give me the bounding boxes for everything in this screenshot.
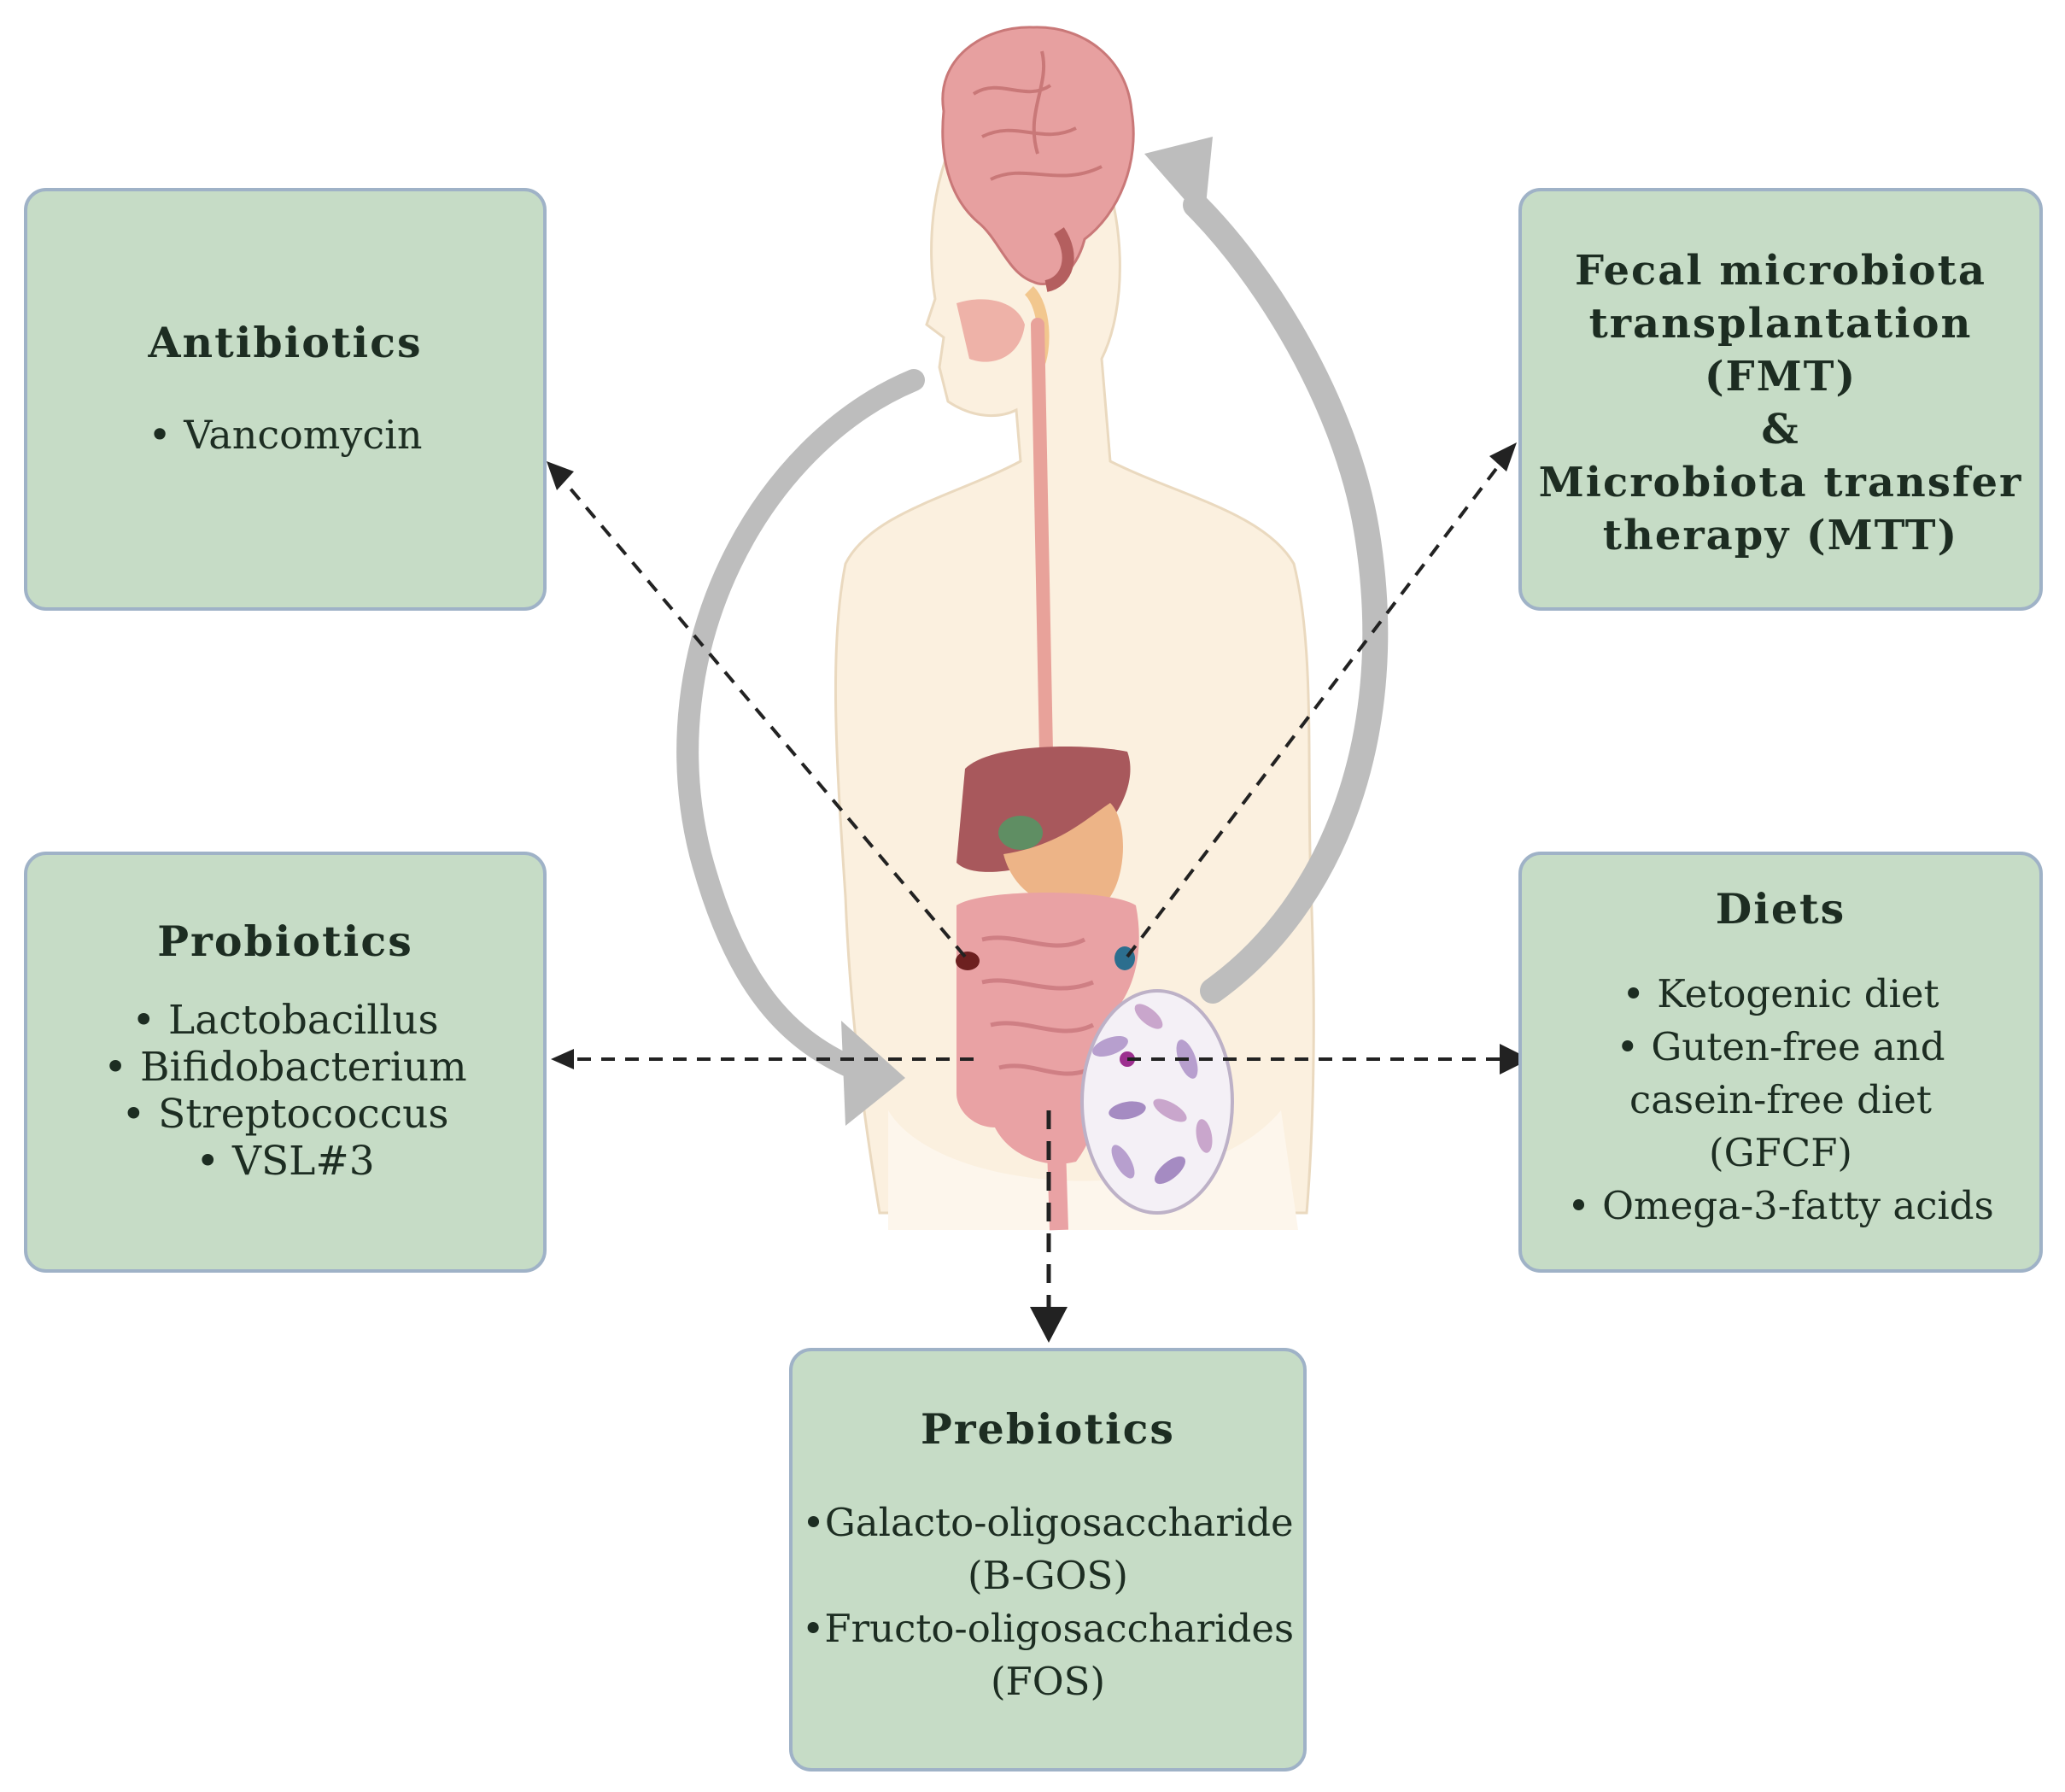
arrow-to-fmt-head <box>1489 442 1517 471</box>
diets-item: casein-free diet <box>1629 1077 1932 1122</box>
prebiotics-item: (FOS) <box>990 1659 1106 1704</box>
antibiotics-box: Antibiotics • Vancomycin <box>24 188 547 611</box>
brain-icon <box>941 26 1135 292</box>
probiotics-title: Probiotics <box>157 916 413 966</box>
diets-item: • Guten-free and <box>1616 1024 1945 1069</box>
human-body-icon <box>834 103 1315 1230</box>
arrow-to-diets-head <box>1500 1044 1530 1075</box>
antibiotics-title: Antibiotics <box>148 318 423 367</box>
esophagus-icon <box>956 286 1053 758</box>
diets-item: • Ketogenic diet <box>1622 971 1939 1016</box>
prebiotics-title: Prebiotics <box>920 1404 1176 1454</box>
dashed-connectors <box>547 442 1530 1343</box>
digestive-organs-icon <box>956 747 1139 1231</box>
diets-item: • Omega-3-fatty acids <box>1567 1183 1994 1228</box>
fmt-title-line: Microbiota transfer <box>1538 459 2023 507</box>
fmt-title-line: therapy (MTT) <box>1602 512 1959 559</box>
prebiotics-item: •Fructo-oligosaccharides <box>801 1606 1295 1651</box>
prebiotics-box: Prebiotics •Galacto-oligosaccharide (B-G… <box>789 1348 1307 1772</box>
diets-item: (GFCF) <box>1709 1130 1852 1175</box>
antibiotics-item: • Vancomycin <box>148 412 423 458</box>
fmt-title-line: transplantation <box>1588 300 1973 348</box>
fmt-title-line: (FMT) <box>1704 353 1857 401</box>
arrow-to-fmt <box>1126 447 1513 958</box>
fmt-title-line: Fecal microbiota <box>1575 247 1986 295</box>
fmt-title-line: & <box>1761 406 1800 454</box>
prebiotics-item: (B-GOS) <box>968 1553 1128 1598</box>
gut-brain-cycle-arrows-icon <box>676 137 1389 1126</box>
fmt-box: Fecal microbiota transplantation (FMT) &… <box>1518 188 2043 611</box>
diets-title: Diets <box>1715 884 1846 934</box>
probiotics-item: • VSL#3 <box>196 1138 375 1185</box>
probiotics-item: • Bifidobacterium <box>103 1044 467 1091</box>
microbiota-magnifier-icon <box>1080 989 1234 1215</box>
probiotics-box: Probiotics • Lactobacillus • Bifidobacte… <box>24 852 547 1273</box>
prebiotics-item: •Galacto-oligosaccharide <box>802 1500 1294 1545</box>
arrow-to-probiotics-head <box>551 1049 574 1069</box>
probiotics-item: • Lactobacillus <box>132 997 439 1044</box>
arrow-to-prebiotics-head <box>1030 1307 1068 1343</box>
arrow-to-antibiotics <box>549 464 967 958</box>
diets-box: Diets • Ketogenic diet • Guten-free and … <box>1518 852 2043 1273</box>
probiotics-item: • Streptococcus <box>121 1091 449 1138</box>
arrow-to-antibiotics-head <box>547 461 574 490</box>
